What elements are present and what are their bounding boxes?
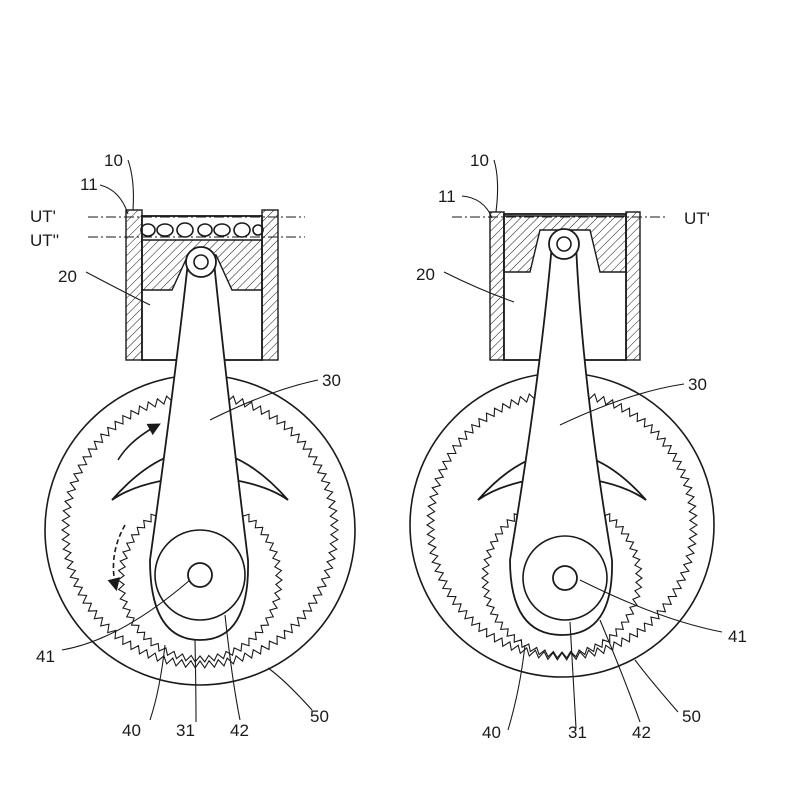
right-leader-20 [443,271,515,303]
left-ring-gear-teeth [60,391,340,669]
right-label-50: 50 [682,707,701,726]
right-wrist-pin-boss [548,228,580,260]
left-leader-10 [127,159,134,211]
right-label-31: 31 [568,723,587,742]
right-label-ut1: UT' [684,209,710,228]
left-crank-pin [187,562,213,588]
right-leader-11 [461,195,493,219]
left-leader-40 [149,644,166,721]
left-label-10: 10 [104,151,123,170]
right-leader-30 [559,383,685,426]
left-label-42: 42 [230,721,249,740]
left-cylinder-wall-right [261,209,279,361]
right-crank-disc [522,535,608,621]
left-rotation-arrow-top [117,423,161,461]
right-leader-10 [493,159,499,213]
left-connecting-rod [149,261,249,641]
left-cylinder-wall-left [125,209,143,361]
left-label-50: 50 [310,707,329,726]
right-crank-pin [552,565,578,591]
left-crank-disc [154,529,246,621]
left-leader-41 [61,579,191,651]
left-label-ut1: UT' [30,207,56,226]
left-label-11: 11 [80,175,98,194]
right-label-40: 40 [482,723,501,742]
right-ring-gear-teeth [425,389,699,661]
right-piston-crown [503,215,627,273]
left-figure: 10 11 UT' UT'' 20 30 41 40 31 42 50 [30,151,356,740]
right-connecting-rod [509,243,613,636]
left-label-40: 40 [122,721,141,740]
left-piston-crown [141,239,263,291]
left-combustion-bubbles [140,222,264,238]
left-label-20: 20 [58,267,77,286]
left-label-30: 30 [322,371,341,390]
right-label-30: 30 [688,375,707,394]
right-label-42: 42 [632,723,651,742]
left-wrist-pin-boss [185,246,217,278]
right-figure: 10 11 UT' 20 30 41 40 31 42 50 [409,151,747,742]
left-label-31: 31 [176,721,195,740]
right-leader-40 [507,644,526,731]
left-rotation-arrow-side [107,524,126,592]
right-label-11: 11 [438,187,456,206]
left-leader-31 [194,639,197,723]
right-wrist-pin [556,236,572,252]
right-leader-41 [579,579,723,633]
right-label-10: 10 [470,151,489,170]
right-cylinder-wall-right [625,211,641,361]
left-leader-50 [267,667,313,711]
right-leader-31 [569,621,577,729]
right-label-41: 41 [728,627,747,646]
left-leader-20 [85,271,151,306]
right-label-20: 20 [416,265,435,284]
right-leader-50 [634,659,679,713]
right-cylinder-wall-left [489,211,505,361]
right-leader-42 [599,619,641,723]
left-leader-30 [209,379,319,421]
left-wrist-pin [193,254,209,270]
left-label-ut2: UT'' [30,231,59,250]
left-label-41: 41 [36,647,55,666]
left-leader-11 [99,184,129,215]
left-leader-42 [224,614,241,721]
